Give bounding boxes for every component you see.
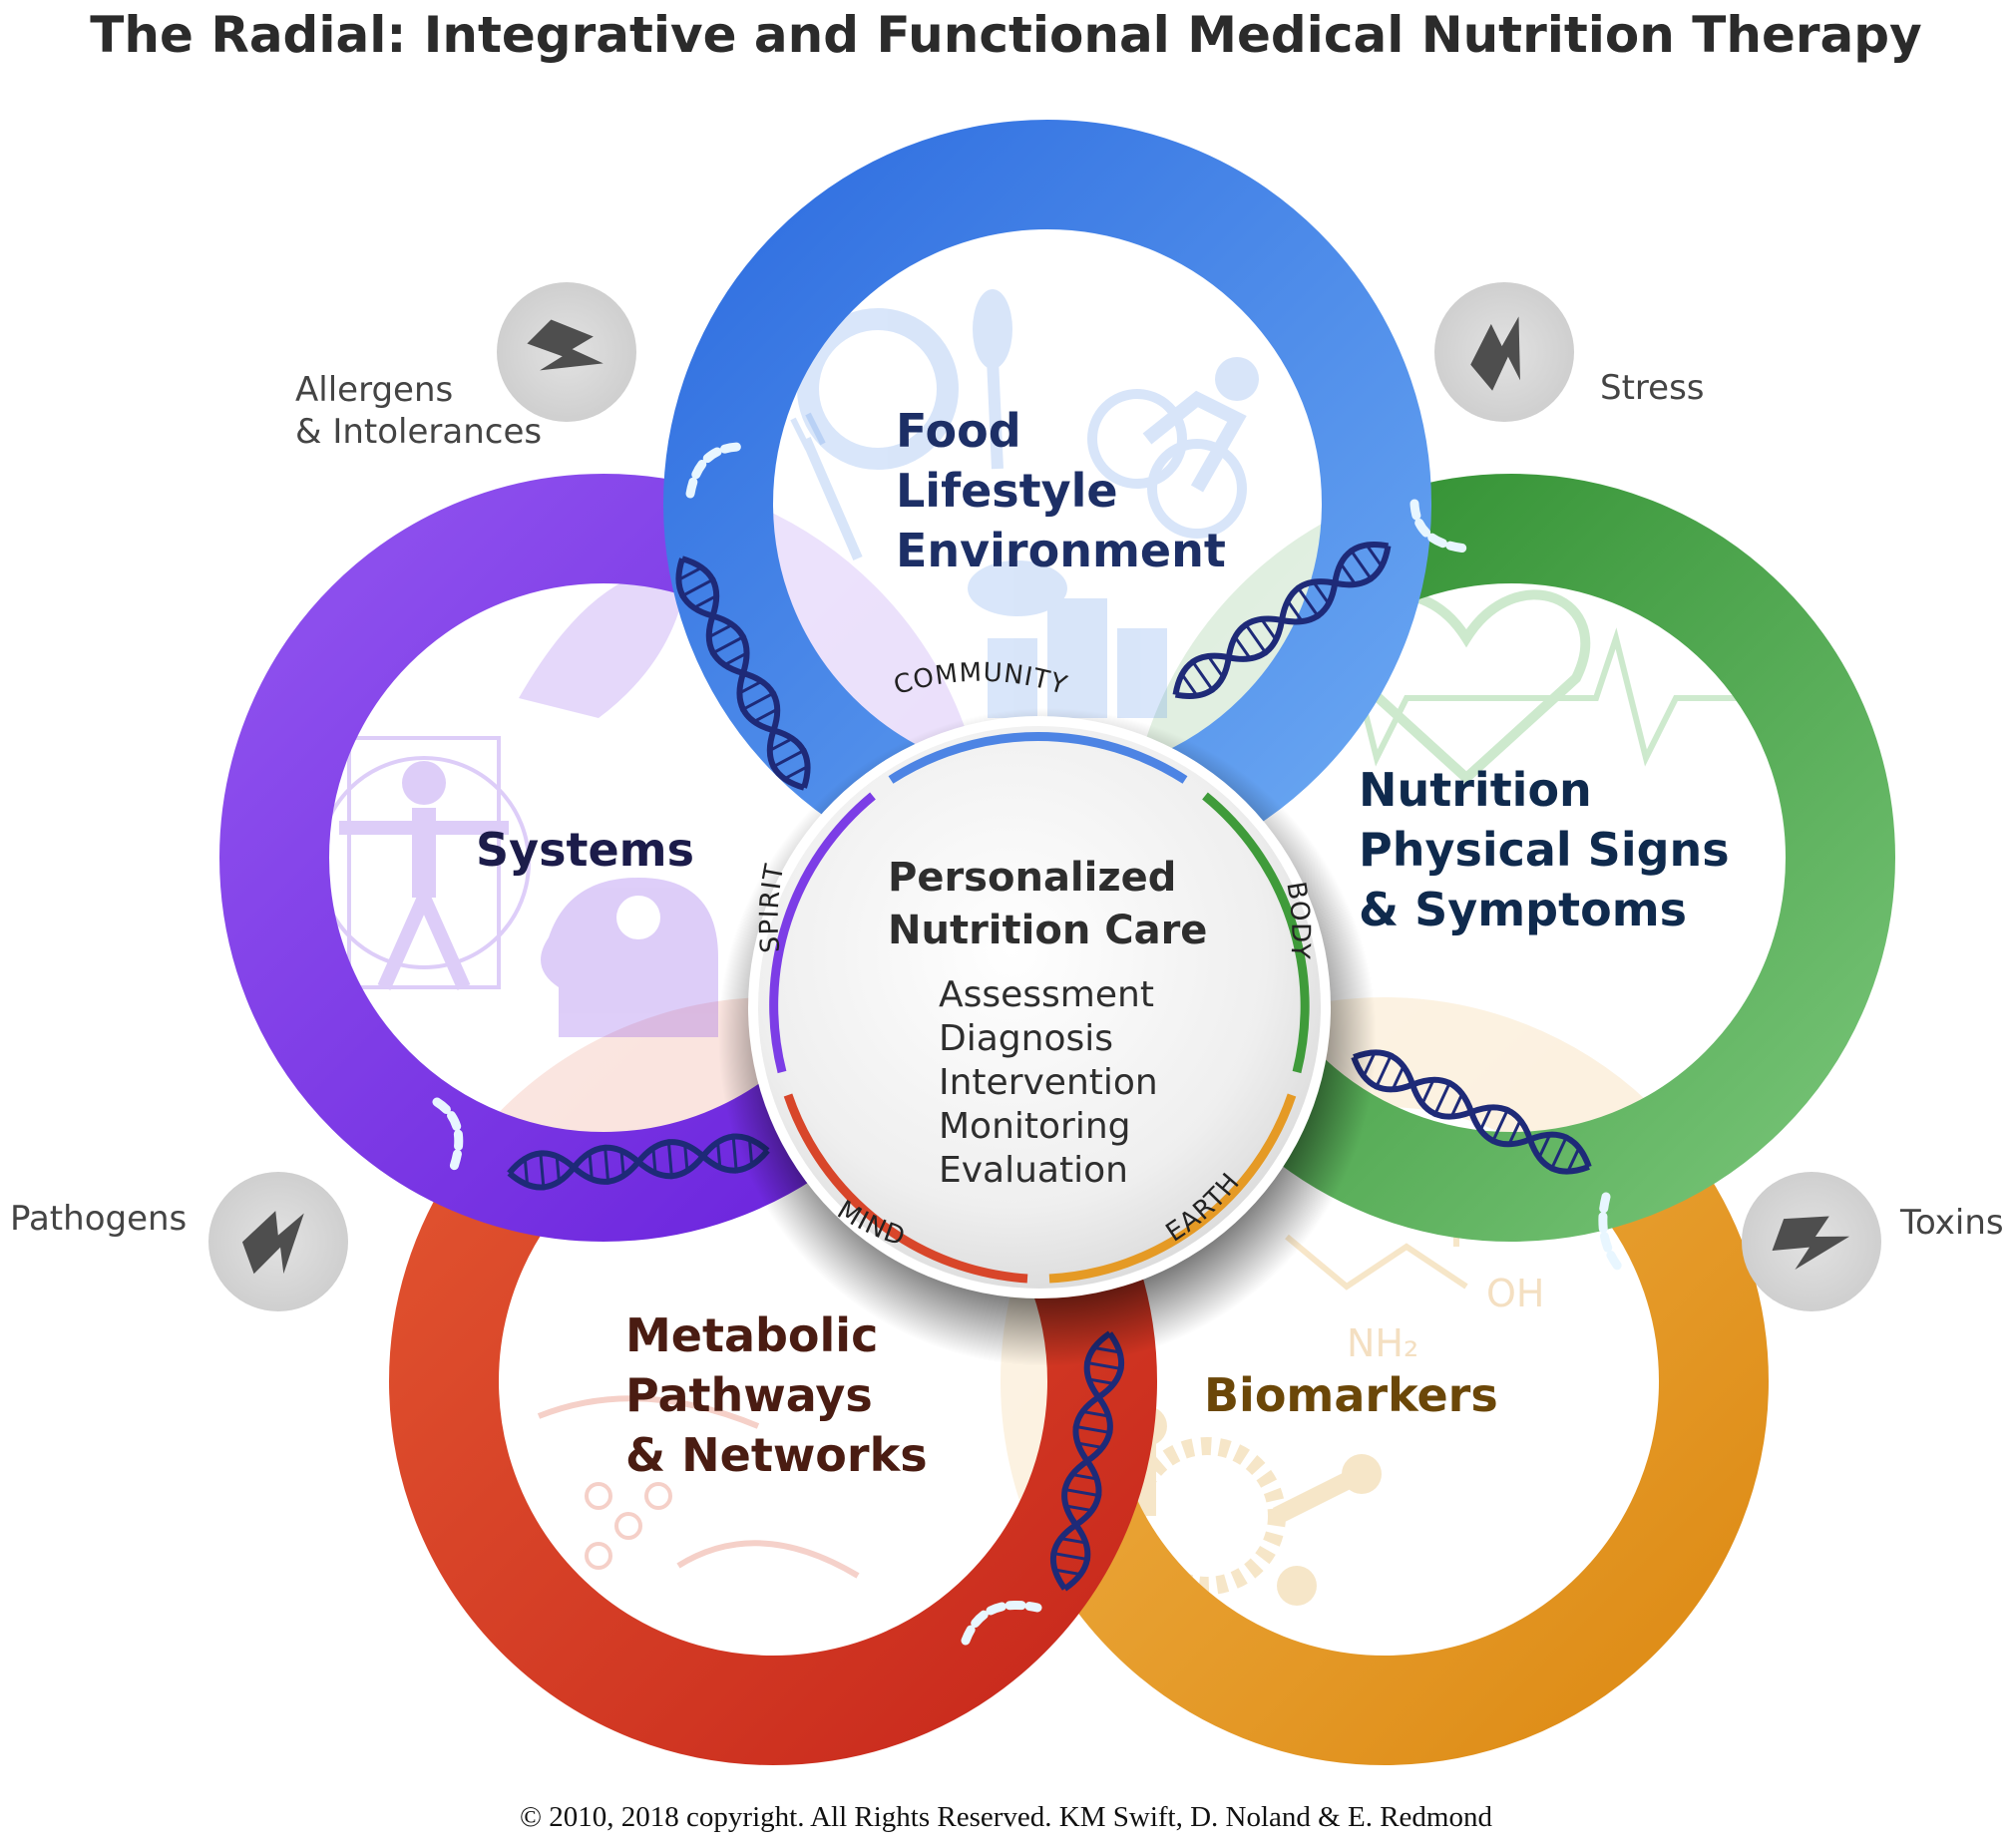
stressor-label-allergens: Allergens [295, 370, 453, 410]
ring-label-biomarkers: Biomarkers [1204, 1368, 1498, 1422]
copyright: © 2010, 2018 copyright. All Rights Reser… [520, 1801, 1492, 1833]
dna-icon [1172, 542, 1392, 699]
head-gears-icon [541, 878, 718, 1037]
ring-label-nutrition: & Symptoms [1359, 883, 1687, 936]
page-title: The Radial: Integrative and Functional M… [90, 6, 1922, 64]
fork-icon [790, 412, 863, 560]
ring-label-food: Environment [896, 524, 1226, 577]
stressor-label-allergens: & Intolerances [295, 412, 542, 452]
cyclist-icon [1087, 357, 1259, 539]
dna-icon [1049, 1330, 1125, 1592]
arc-mind [783, 1093, 1028, 1284]
center-title: Nutrition Care [888, 908, 1207, 953]
center-title: Personalized [888, 855, 1176, 901]
ring-label-food: Food [896, 404, 1021, 458]
stressor-badge-stress [1434, 282, 1574, 422]
arc-earth [1048, 1093, 1297, 1284]
care-step: Diagnosis [939, 1018, 1113, 1059]
stressor-badge-allergens [497, 282, 636, 422]
dna-icon [1351, 1049, 1592, 1175]
city-icon [968, 560, 1167, 718]
center-disc [718, 708, 1377, 1366]
svg-text:NH₂: NH₂ [1347, 1321, 1418, 1365]
ring-label-nutrition: Physical Signs [1359, 823, 1730, 877]
ring-label-food: Lifestyle [896, 464, 1118, 518]
arc-community [888, 732, 1188, 784]
dna-icon [507, 1133, 770, 1191]
stressor-badge-toxins [1742, 1172, 1881, 1311]
ring-label-metabolic: Metabolic [625, 1308, 878, 1362]
arc-spirit [769, 792, 876, 1074]
lungs-icon [519, 567, 688, 718]
arc-label-body: BODY [1280, 880, 1315, 960]
ring-label-metabolic: & Networks [625, 1428, 928, 1482]
spoon-icon [797, 289, 1012, 470]
pathway-icon [537, 1395, 860, 1579]
stressor-label-toxins: Toxins [1899, 1203, 2004, 1243]
ring-label-metabolic: Pathways [625, 1368, 873, 1422]
ring-labels: FoodLifestyleEnvironmentNutritionPhysica… [476, 404, 1730, 1482]
strand-fragments [432, 442, 1623, 1646]
svg-text:OH: OH [1486, 1272, 1544, 1315]
dna-icon [675, 555, 811, 791]
care-step: Monitoring [939, 1106, 1131, 1147]
stressor-label-stress: Stress [1600, 368, 1705, 408]
vitruvian-man-icon [317, 736, 531, 990]
stressor-label-pathogens: Pathogens [10, 1199, 187, 1239]
care-step: Assessment [939, 974, 1154, 1015]
ring-label-nutrition: Nutrition [1359, 763, 1592, 817]
arc-label-spirit: SPIRIT [755, 861, 791, 953]
care-step: Evaluation [939, 1150, 1128, 1191]
care-step: Intervention [939, 1062, 1158, 1103]
stressor-badge-pathogens [208, 1172, 348, 1311]
arc-body [1202, 792, 1310, 1074]
ring-label-systems: Systems [476, 823, 694, 877]
